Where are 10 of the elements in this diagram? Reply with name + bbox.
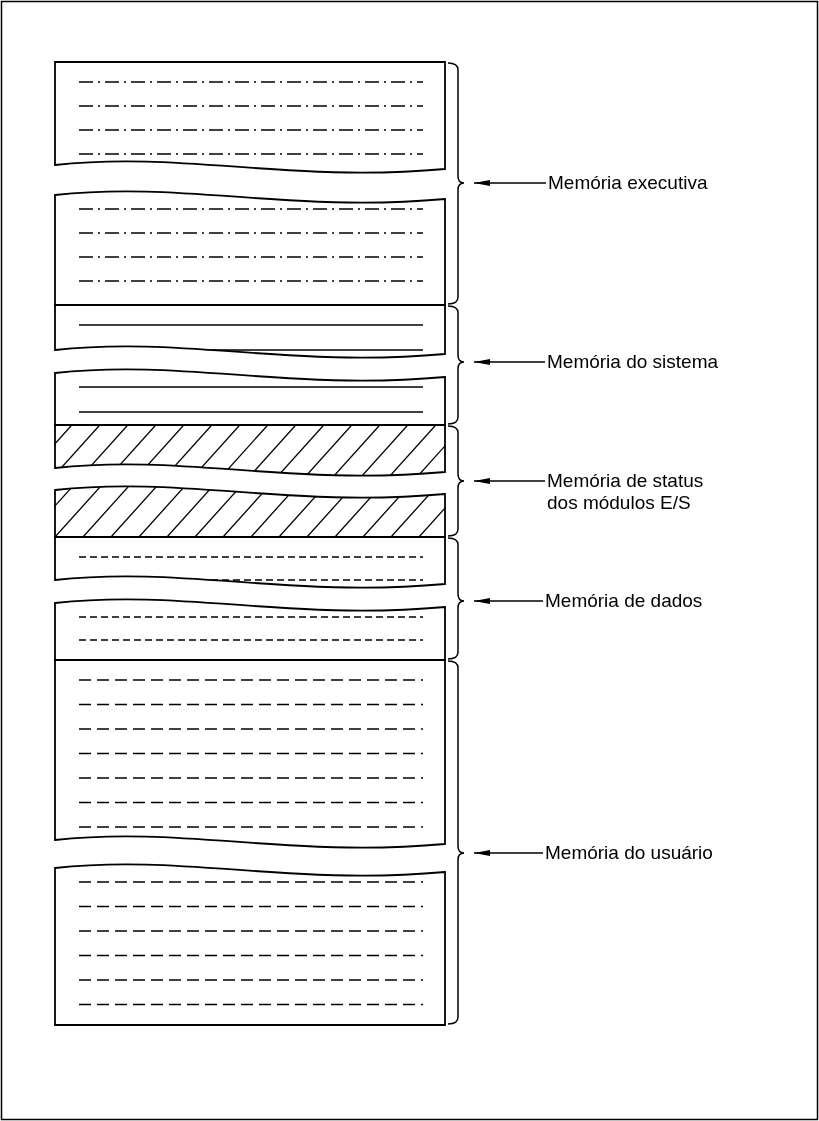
leader-arrow	[473, 359, 546, 365]
memory-label: Memória de status dos módulos E/S	[547, 470, 737, 514]
leader-arrow	[473, 850, 544, 856]
memory-label: Memória de dados	[545, 590, 735, 612]
leader-arrow	[473, 598, 544, 604]
memory-label: Memória do usuário	[545, 842, 735, 864]
memory-label: Memória do sistema	[547, 351, 737, 373]
leader-arrow	[473, 180, 547, 186]
memory-label: Memória executiva	[548, 172, 738, 194]
leader-arrow	[473, 478, 546, 484]
